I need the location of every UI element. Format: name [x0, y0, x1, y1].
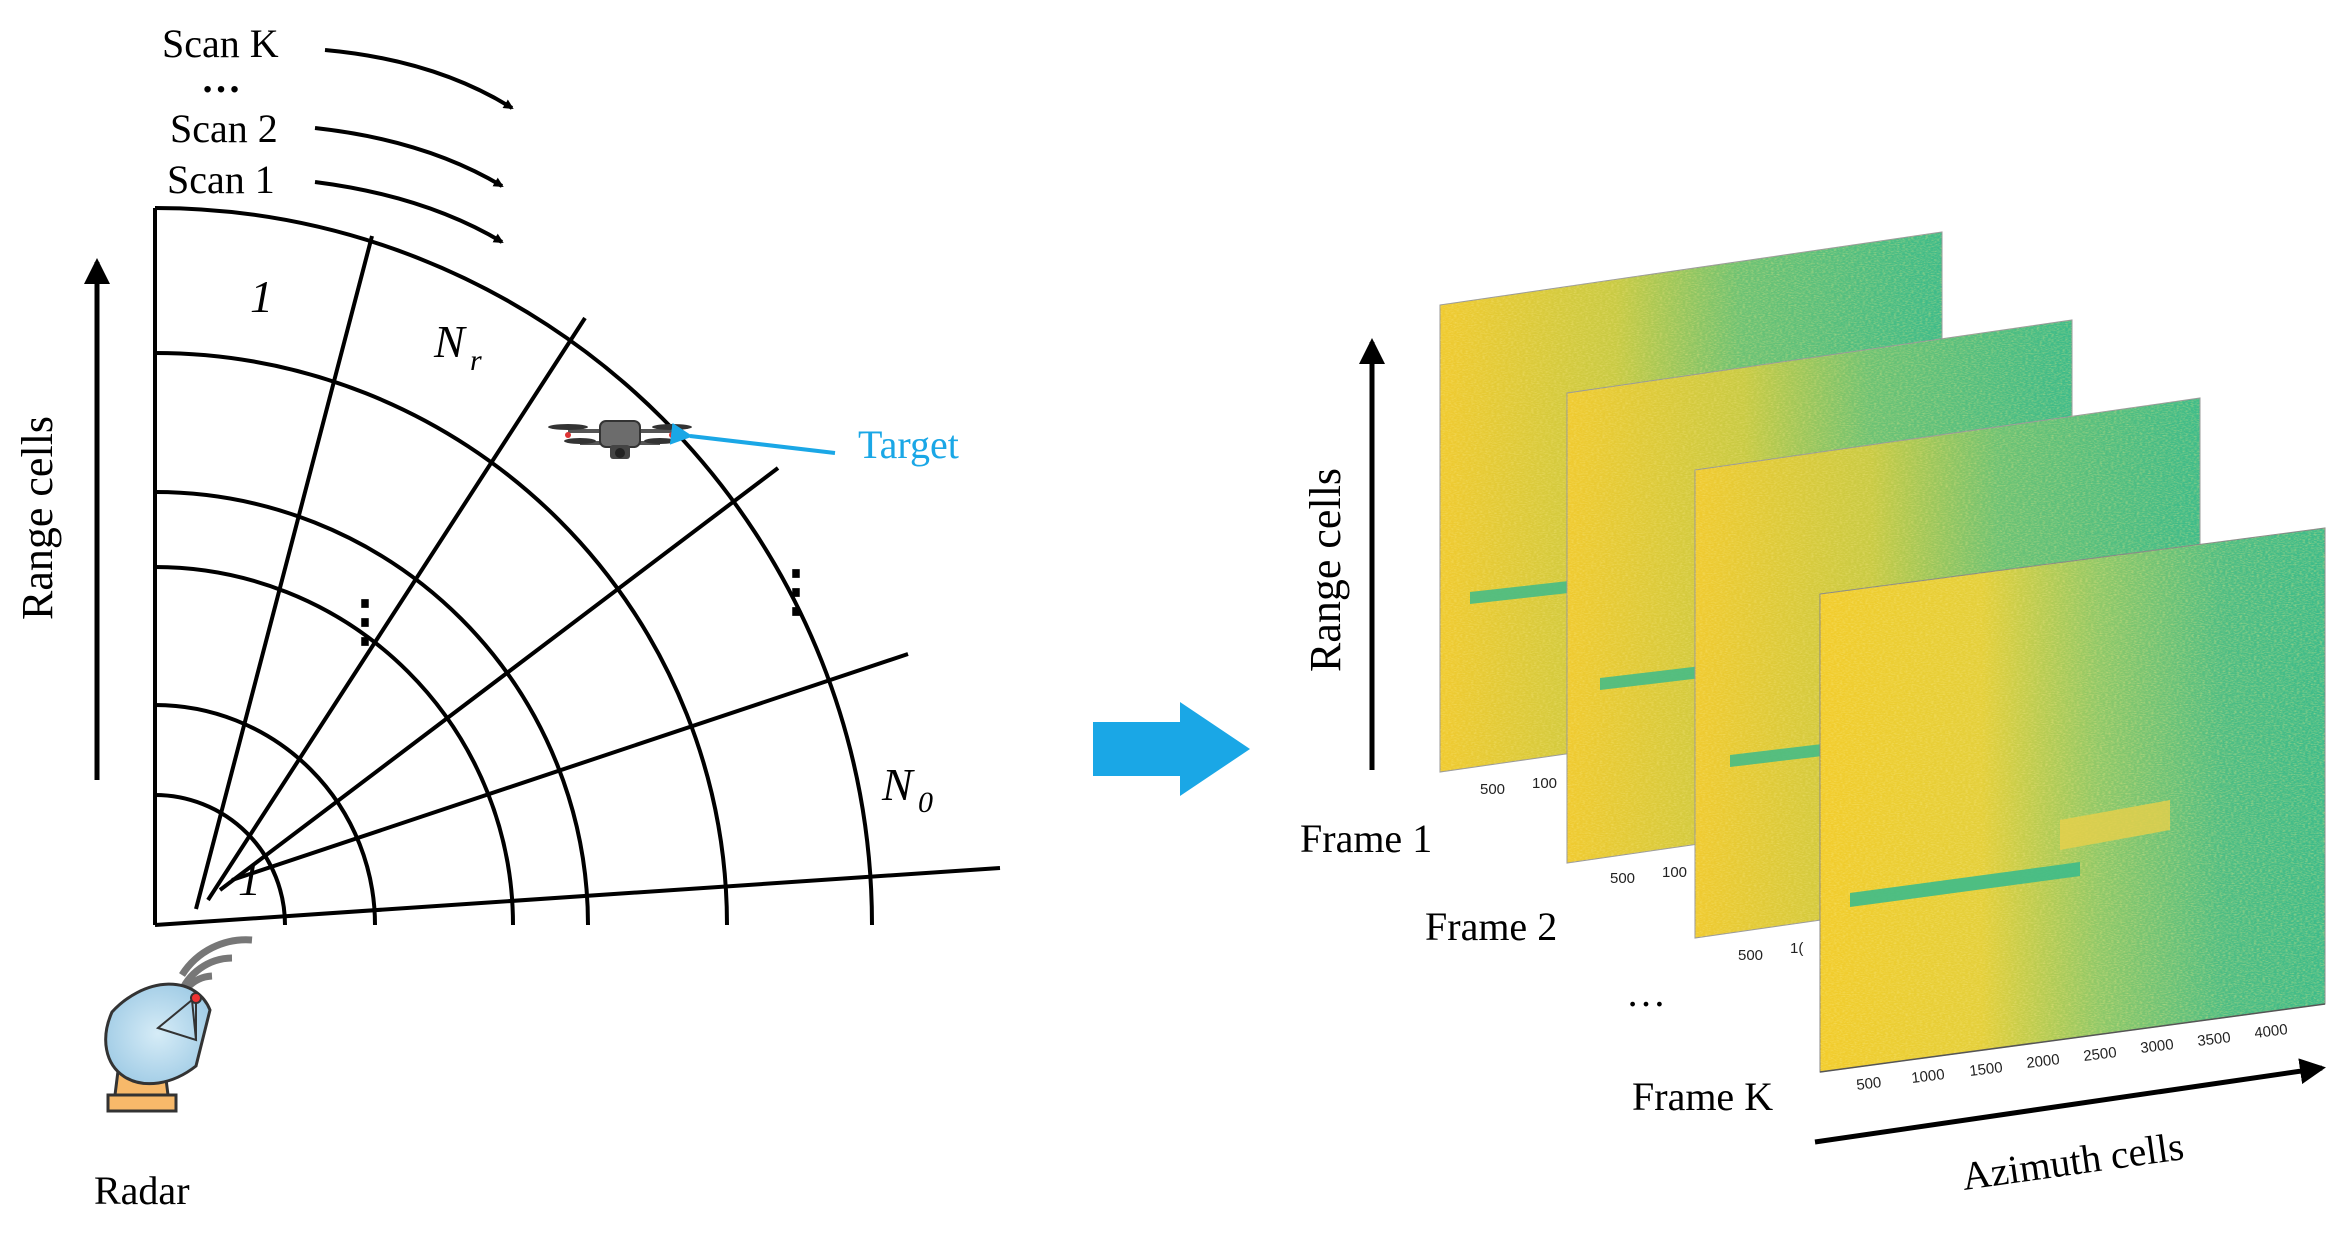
sector-label-nr-base: N	[433, 316, 467, 367]
scan-2-label: Scan 2	[170, 106, 278, 151]
radar-icon	[104, 936, 253, 1113]
frame-k-label: Frame K	[1632, 1074, 1773, 1119]
sector-radial-3	[218, 466, 780, 892]
sector-ellipsis-right: ⋮	[768, 561, 824, 623]
frame-1-label: Frame 1	[1300, 816, 1432, 861]
transform-arrow	[1093, 702, 1250, 796]
sector-arc-3	[154, 490, 590, 926]
frame-1-tick-1: 100	[1532, 775, 1557, 792]
radar-label: Radar	[94, 1168, 190, 1213]
scan-labels: Scan K … Scan 2 Scan 1	[162, 21, 279, 202]
sector-label-top-first: 1	[250, 271, 273, 322]
frame-k-tick-0: 500	[1855, 1074, 1882, 1094]
frame-2-tick-0: 500	[1610, 870, 1635, 887]
frame-2-ticks: 500 100	[1610, 864, 1687, 887]
frame-3-tick-0: 500	[1738, 947, 1763, 964]
frame-k-tick-2: 1500	[1968, 1059, 2003, 1080]
sector-ellipsis-mid: ⋮	[337, 591, 393, 653]
sector-label-nr: N r	[433, 316, 482, 377]
sector-grid	[153, 206, 1001, 927]
sector-label-nr-sub: r	[470, 344, 482, 377]
frame-k-tick-7: 4000	[2253, 1021, 2288, 1042]
sector-arc-1	[154, 703, 377, 926]
frame-k-tick-1: 1000	[1910, 1066, 1945, 1087]
sector-label-n0-sub: 0	[918, 786, 933, 819]
sector-label-n0-base: N	[881, 759, 915, 810]
frame-k-tick-5: 3000	[2139, 1036, 2174, 1057]
target-pointer-arrow	[669, 422, 836, 455]
azimuth-axis-arrow	[1814, 1058, 2326, 1145]
sector-label-n0: N 0	[881, 759, 933, 819]
sector-radial-2	[206, 316, 587, 902]
frame-ellipsis-label: …	[1626, 970, 1666, 1015]
frame-2-label: Frame 2	[1425, 904, 1557, 949]
frame-1-ticks: 500 100	[1480, 775, 1557, 798]
target-label: Target	[858, 422, 959, 467]
frame-3-tick-1: 1(	[1790, 940, 1803, 957]
frame-k-tick-4: 2500	[2082, 1044, 2117, 1065]
frame-3-ticks: 500 1(	[1738, 940, 1803, 964]
frame-k-tick-6: 3500	[2196, 1029, 2231, 1050]
scan-2-arrow	[314, 126, 504, 188]
azimuth-axis-label: Azimuth cells	[1959, 1123, 2186, 1199]
frame-k-tick-3: 2000	[2025, 1051, 2060, 1072]
sector-bottom-edge	[154, 866, 1001, 927]
sector-radial-1	[194, 235, 374, 910]
frame-1-tick-0: 500	[1480, 781, 1505, 798]
scan-ellipsis: …	[201, 56, 241, 101]
sector-radial-4	[231, 652, 909, 882]
drone-icon	[548, 420, 692, 459]
scan-1-arrow	[314, 180, 504, 244]
sector-arc-0	[154, 793, 287, 926]
scan-k-arrow	[324, 48, 514, 110]
frame-k-heatmap	[1819, 527, 2326, 1073]
scan-k-label: Scan K	[162, 21, 279, 66]
frame-k-ticks: 500 1000 1500 2000 2500 3000 3500 4000	[1855, 1021, 2288, 1094]
scan-arrows	[314, 48, 514, 244]
sector-label-bottom-first: 1	[238, 854, 261, 905]
left-range-axis-label: Range cells	[13, 416, 62, 620]
sector-arc-2	[154, 565, 515, 926]
sector-arc-5	[154, 206, 874, 926]
frame-2-tick-1: 100	[1662, 864, 1687, 881]
scan-1-label: Scan 1	[167, 157, 275, 202]
sector-arc-4	[154, 351, 729, 926]
right-range-axis-label: Range cells	[1301, 468, 1350, 672]
